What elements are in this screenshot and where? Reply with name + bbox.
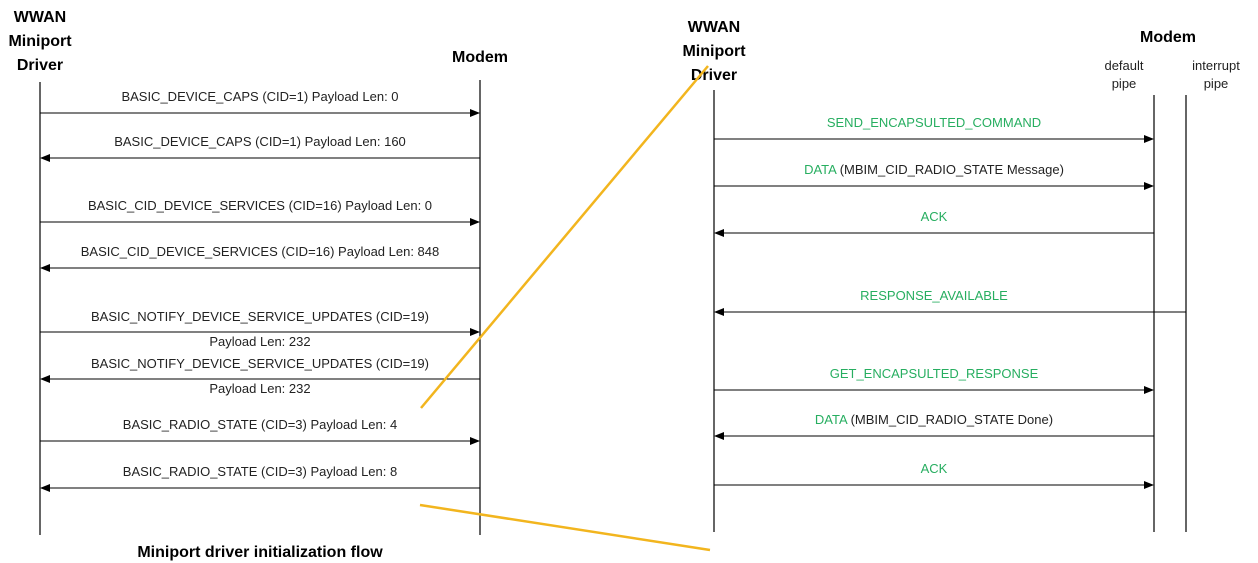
left-caption: Miniport driver initialization flow (137, 544, 383, 561)
left-message: BASIC_CID_DEVICE_SERVICES (CID=16) Paylo… (40, 244, 480, 272)
right-message-label-part: ACK (921, 461, 948, 476)
left-driver-header-line1: WWAN (14, 9, 66, 26)
left-message-label: BASIC_CID_DEVICE_SERVICES (CID=16) Paylo… (81, 244, 440, 259)
left-message-label: BASIC_RADIO_STATE (CID=3) Payload Len: 8 (123, 464, 397, 479)
right-message-label: ACK (921, 209, 948, 224)
zoom-connector-bottom (419, 503, 711, 552)
right-sequence: WWAN Miniport Driver Modem default pipe … (682, 19, 1240, 532)
right-message-label: SEND_ENCAPSULTED_COMMAND (827, 115, 1041, 130)
right-message-label-part: DATA (815, 412, 848, 427)
default-pipe-label-line2: pipe (1112, 76, 1137, 91)
right-message-label-part: (MBIM_CID_RADIO_STATE Done) (847, 412, 1053, 427)
right-message-label-part: DATA (804, 162, 837, 177)
right-driver-header-line3: Driver (691, 67, 737, 84)
right-message-label: DATA (MBIM_CID_RADIO_STATE Done) (815, 412, 1053, 427)
interrupt-pipe-label-line2: pipe (1204, 76, 1229, 91)
left-message: BASIC_DEVICE_CAPS (CID=1) Payload Len: 1… (40, 134, 480, 162)
left-message-label: BASIC_NOTIFY_DEVICE_SERVICE_UPDATES (CID… (91, 356, 429, 371)
right-driver-header-line2: Miniport (682, 43, 746, 60)
right-message-label-part: SEND_ENCAPSULTED_COMMAND (827, 115, 1041, 130)
right-message-label: DATA (MBIM_CID_RADIO_STATE Message) (804, 162, 1064, 177)
left-messages: BASIC_DEVICE_CAPS (CID=1) Payload Len: 0… (40, 89, 480, 492)
left-message: BASIC_CID_DEVICE_SERVICES (CID=16) Paylo… (40, 198, 480, 226)
right-message-label: RESPONSE_AVAILABLE (860, 288, 1008, 303)
right-message-label-part: ACK (921, 209, 948, 224)
default-pipe-label-line1: default (1104, 58, 1143, 73)
left-message-label: BASIC_DEVICE_CAPS (CID=1) Payload Len: 1… (114, 134, 406, 149)
right-message-label-part: GET_ENCAPSULTED_RESPONSE (830, 366, 1039, 381)
right-message: ACK (714, 209, 1154, 237)
left-message-label: BASIC_CID_DEVICE_SERVICES (CID=16) Paylo… (88, 198, 432, 213)
right-message: DATA (MBIM_CID_RADIO_STATE Done) (714, 412, 1154, 440)
zoom-connector-top (420, 65, 709, 409)
right-message: GET_ENCAPSULTED_RESPONSE (714, 366, 1154, 394)
left-message-label: Payload Len: 232 (209, 381, 310, 396)
right-message: ACK (714, 461, 1154, 489)
right-message-label-part: (MBIM_CID_RADIO_STATE Message) (836, 162, 1064, 177)
right-messages: SEND_ENCAPSULTED_COMMAND DATA (MBIM_CID_R… (714, 115, 1186, 489)
right-modem-header: Modem (1140, 29, 1196, 46)
right-message: DATA (MBIM_CID_RADIO_STATE Message) (714, 162, 1154, 190)
left-sequence: WWAN Miniport Driver Modem BASIC_DEVICE_… (8, 9, 508, 561)
left-message-label: Payload Len: 232 (209, 334, 310, 349)
left-message: BASIC_DEVICE_CAPS (CID=1) Payload Len: 0 (40, 89, 480, 117)
left-driver-header-line3: Driver (17, 57, 63, 74)
left-modem-header: Modem (452, 49, 508, 66)
left-driver-header-line2: Miniport (8, 33, 72, 50)
left-message: BASIC_RADIO_STATE (CID=3) Payload Len: 8 (40, 464, 480, 492)
left-message: BASIC_NOTIFY_DEVICE_SERVICE_UPDATES (CID… (40, 356, 480, 396)
left-message: BASIC_NOTIFY_DEVICE_SERVICE_UPDATES (CID… (40, 309, 480, 349)
right-message: SEND_ENCAPSULTED_COMMAND (714, 115, 1154, 143)
right-message-label: ACK (921, 461, 948, 476)
left-message: BASIC_RADIO_STATE (CID=3) Payload Len: 4 (40, 417, 480, 445)
interrupt-pipe-label-line1: interrupt (1192, 58, 1240, 73)
right-message-label: GET_ENCAPSULTED_RESPONSE (830, 366, 1039, 381)
left-message-label: BASIC_NOTIFY_DEVICE_SERVICE_UPDATES (CID… (91, 309, 429, 324)
left-message-label: BASIC_DEVICE_CAPS (CID=1) Payload Len: 0 (121, 89, 398, 104)
left-message-label: BASIC_RADIO_STATE (CID=3) Payload Len: 4 (123, 417, 397, 432)
right-driver-header-line1: WWAN (688, 19, 740, 36)
right-message: RESPONSE_AVAILABLE (714, 288, 1186, 316)
right-message-label-part: RESPONSE_AVAILABLE (860, 288, 1008, 303)
